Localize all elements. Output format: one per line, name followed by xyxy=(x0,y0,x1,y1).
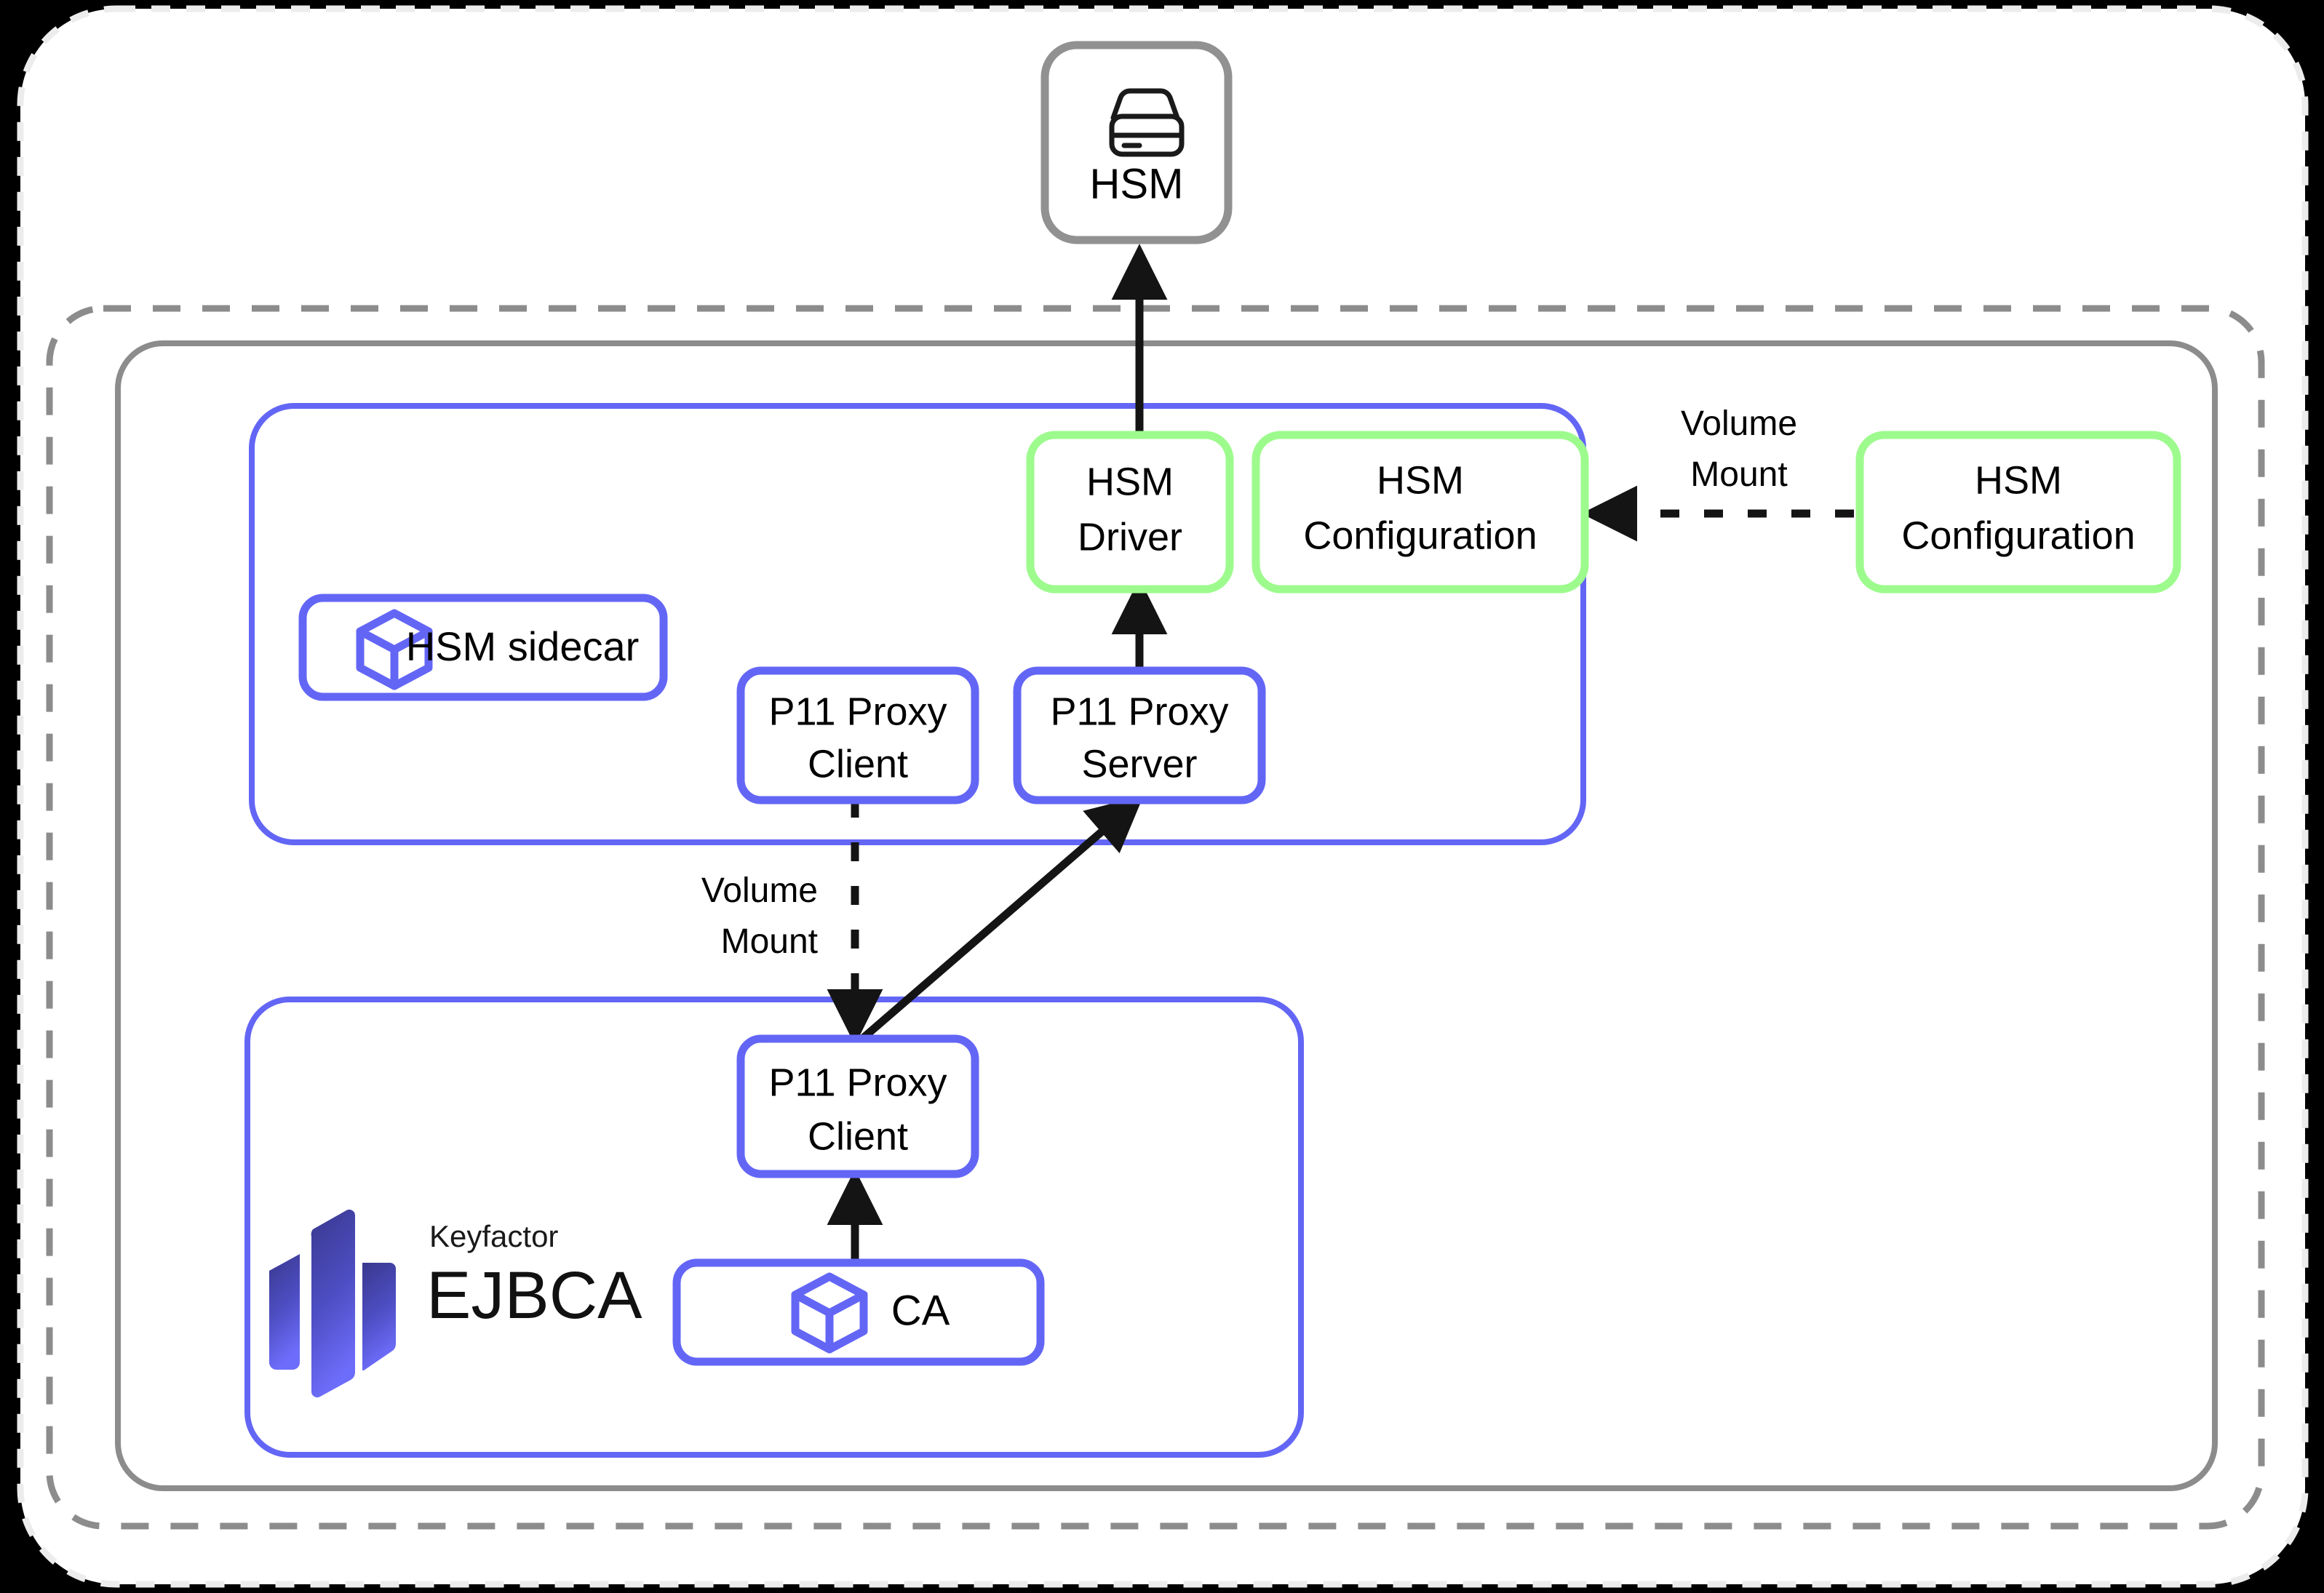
p11-proxy-client-bottom-box xyxy=(736,1034,979,1178)
volume-mount-left-line1: Volume xyxy=(701,871,818,910)
label-volume-mount-right: Volume Mount xyxy=(1681,404,1797,494)
hsm-driver-label-line2: Driver xyxy=(1078,515,1182,559)
hsm-label: HSM xyxy=(1090,160,1184,207)
keyfactor-ejbca-logo: Keyfactor EJBCA xyxy=(269,1209,642,1398)
logo-product-text: EJBCA xyxy=(426,1258,642,1333)
node-ca[interactable]: CA xyxy=(672,1258,1045,1366)
hsm-driver-label-line1: HSM xyxy=(1086,460,1174,503)
hsm-device-icon xyxy=(1109,88,1185,157)
p11-proxy-client-bottom-label-line2: Client xyxy=(808,1114,908,1158)
volume-mount-right-line1: Volume xyxy=(1681,404,1797,443)
p11-proxy-server-box xyxy=(1013,666,1266,805)
node-hsm-configuration-inner[interactable]: HSM Configuration xyxy=(1251,431,1589,594)
p11-proxy-server-label-line1: P11 Proxy xyxy=(1050,690,1228,733)
logo-brand-text: Keyfactor xyxy=(429,1219,558,1253)
cluster-boundary xyxy=(46,305,2265,1530)
p11-proxy-server-label-line2: Server xyxy=(1081,742,1197,786)
p11-proxy-client-top-label-line1: P11 Proxy xyxy=(768,690,947,733)
hsm-sidecar-label: HSM sidecar xyxy=(406,623,640,669)
hsm-configuration-inner-box xyxy=(1251,431,1589,594)
node-hsm-configuration-outer[interactable]: HSM Configuration xyxy=(1855,431,2181,594)
ejbca-logo-mark xyxy=(269,1209,396,1398)
hsm-box xyxy=(1040,41,1233,244)
cube-icon xyxy=(791,1272,868,1354)
outer-boundary xyxy=(17,5,2309,1588)
node-p11-proxy-server[interactable]: P11 Proxy Server xyxy=(1013,666,1266,805)
hsm-configuration-outer-box xyxy=(1855,431,2181,594)
node-hsm[interactable]: HSM xyxy=(1040,41,1233,244)
hsm-configuration-inner-label-line1: HSM xyxy=(1377,458,1464,502)
pod-boundary xyxy=(115,340,2218,1491)
p11-proxy-client-bottom-label-line1: P11 Proxy xyxy=(768,1061,947,1104)
hsm-configuration-outer-label-line1: HSM xyxy=(1975,458,2062,502)
volume-mount-right-line2: Mount xyxy=(1690,455,1787,494)
p11-proxy-client-top-box xyxy=(736,666,979,805)
label-volume-mount-left: Volume Mount xyxy=(701,871,818,961)
ca-box xyxy=(672,1258,1045,1366)
edge-client-to-server xyxy=(859,795,1144,1042)
cube-icon xyxy=(356,609,433,690)
node-p11-proxy-client-top[interactable]: P11 Proxy Client xyxy=(736,666,979,805)
node-p11-proxy-client-bottom[interactable]: P11 Proxy Client xyxy=(736,1034,979,1178)
hsm-configuration-outer-label-line2: Configuration xyxy=(1901,514,2135,557)
node-hsm-sidecar[interactable]: HSM sidecar xyxy=(298,594,668,701)
volume-mount-left-line2: Mount xyxy=(721,922,818,961)
ca-label: CA xyxy=(891,1287,950,1334)
node-hsm-driver[interactable]: HSM Driver xyxy=(1026,431,1234,594)
hsm-configuration-inner-label-line2: Configuration xyxy=(1303,514,1537,557)
p11-proxy-client-top-label-line2: Client xyxy=(808,742,908,786)
hsm-driver-box xyxy=(1026,431,1234,594)
